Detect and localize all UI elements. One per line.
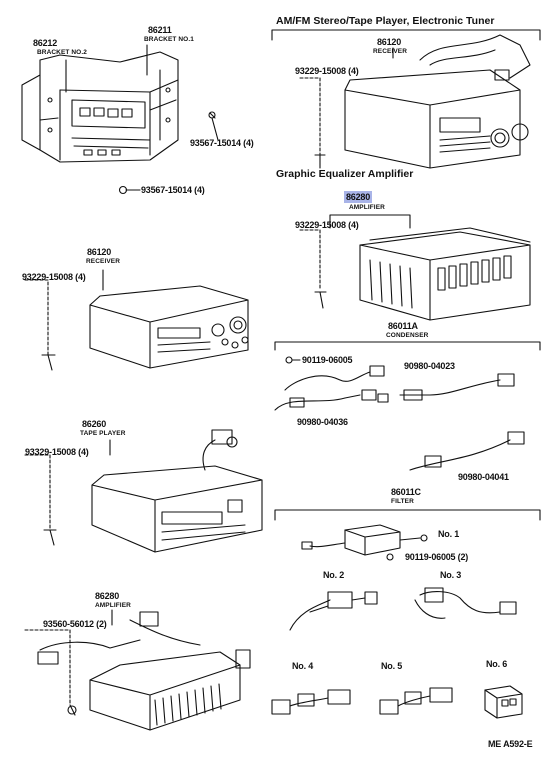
bracket-assembly-illustration [21,51,179,163]
screw-icon [314,291,327,309]
part-number: 86280 [95,591,120,601]
section-bracket [274,509,541,521]
part-name: FILTER [391,498,414,505]
filter-no4-illustration [271,689,351,715]
part-number: 90980-04036 [297,417,348,427]
part-number: 93329-15008 (4) [25,447,89,457]
part-number: No. 1 [438,529,460,539]
section-bracket [271,29,541,41]
part-number: 86211 [148,25,172,35]
filter-no2-illustration [289,591,378,631]
part-number: 93560-56012 (2) [43,619,107,629]
part-number: 93229-15008 (4) [22,272,86,282]
leader-line [24,279,49,356]
section-bracket [274,341,541,351]
part-number: No. 2 [323,570,345,580]
part-number: 86120 [377,37,402,47]
leader-line [299,77,321,156]
part-number: 90980-04023 [404,361,455,371]
screw-icon [67,704,77,716]
part-number: 90119-06005 (2) [405,552,469,562]
part-number: 93229-15008 (4) [295,66,359,76]
part-number: 93229-15008 (4) [295,220,359,230]
screw-icon [314,154,326,169]
part-number: 86011C [391,487,421,497]
leader-line [299,229,321,291]
part-number: No. 5 [381,661,403,671]
amplifier-illustration [37,611,251,731]
stereo-receiver-illustration [344,34,531,169]
condenser-wire-illustration [274,356,525,471]
screw-icon [43,529,57,546]
part-name: AMPLIFIER [95,602,131,609]
equalizer-amplifier-illustration [359,227,531,321]
part-number: 86011A [388,321,418,331]
screw-icon [118,185,141,195]
part-number: No. 3 [440,570,462,580]
part-number: 86260 [82,419,107,429]
part-number: No. 6 [486,659,508,669]
part-name: AMPLIFIER [349,204,385,211]
part-number: 90119-06005 [302,355,353,365]
leader-line [24,454,51,531]
highlighted-part-number: 86280 [344,191,373,203]
screw-icon [208,111,219,141]
part-number: 93567-15014 (4) [190,138,254,148]
filter-illustration [301,524,428,561]
part-number: No. 4 [292,661,314,671]
part-name: RECEIVER [86,258,121,265]
filter-no6-illustration [484,685,523,719]
part-name: TAPE PLAYER [80,430,126,437]
leader-line [24,629,71,706]
tape-player-illustration [91,429,263,553]
filter-no3-illustration [414,587,517,619]
diagram-code: ME A592-E [488,739,533,749]
receiver-illustration [89,285,249,369]
filter-no5-illustration [379,687,453,715]
section-bracket [329,214,411,229]
part-number: 86280 [344,191,373,203]
part-name: BRACKET NO.1 [144,36,194,43]
stereo-section-title: AM/FM Stereo/Tape Player, Electronic Tun… [276,15,495,27]
part-number: 86120 [87,247,112,257]
part-number: 90980-04041 [458,472,509,482]
part-name: RECEIVER [373,48,408,55]
part-number: 93567-15014 (4) [141,185,205,195]
part-name: BRACKET NO.2 [37,49,87,56]
part-number: 86212 [33,38,58,48]
part-name: CONDENSER [386,332,429,339]
screw-icon [41,354,56,371]
equalizer-section-title: Graphic Equalizer Amplifier [276,168,414,180]
